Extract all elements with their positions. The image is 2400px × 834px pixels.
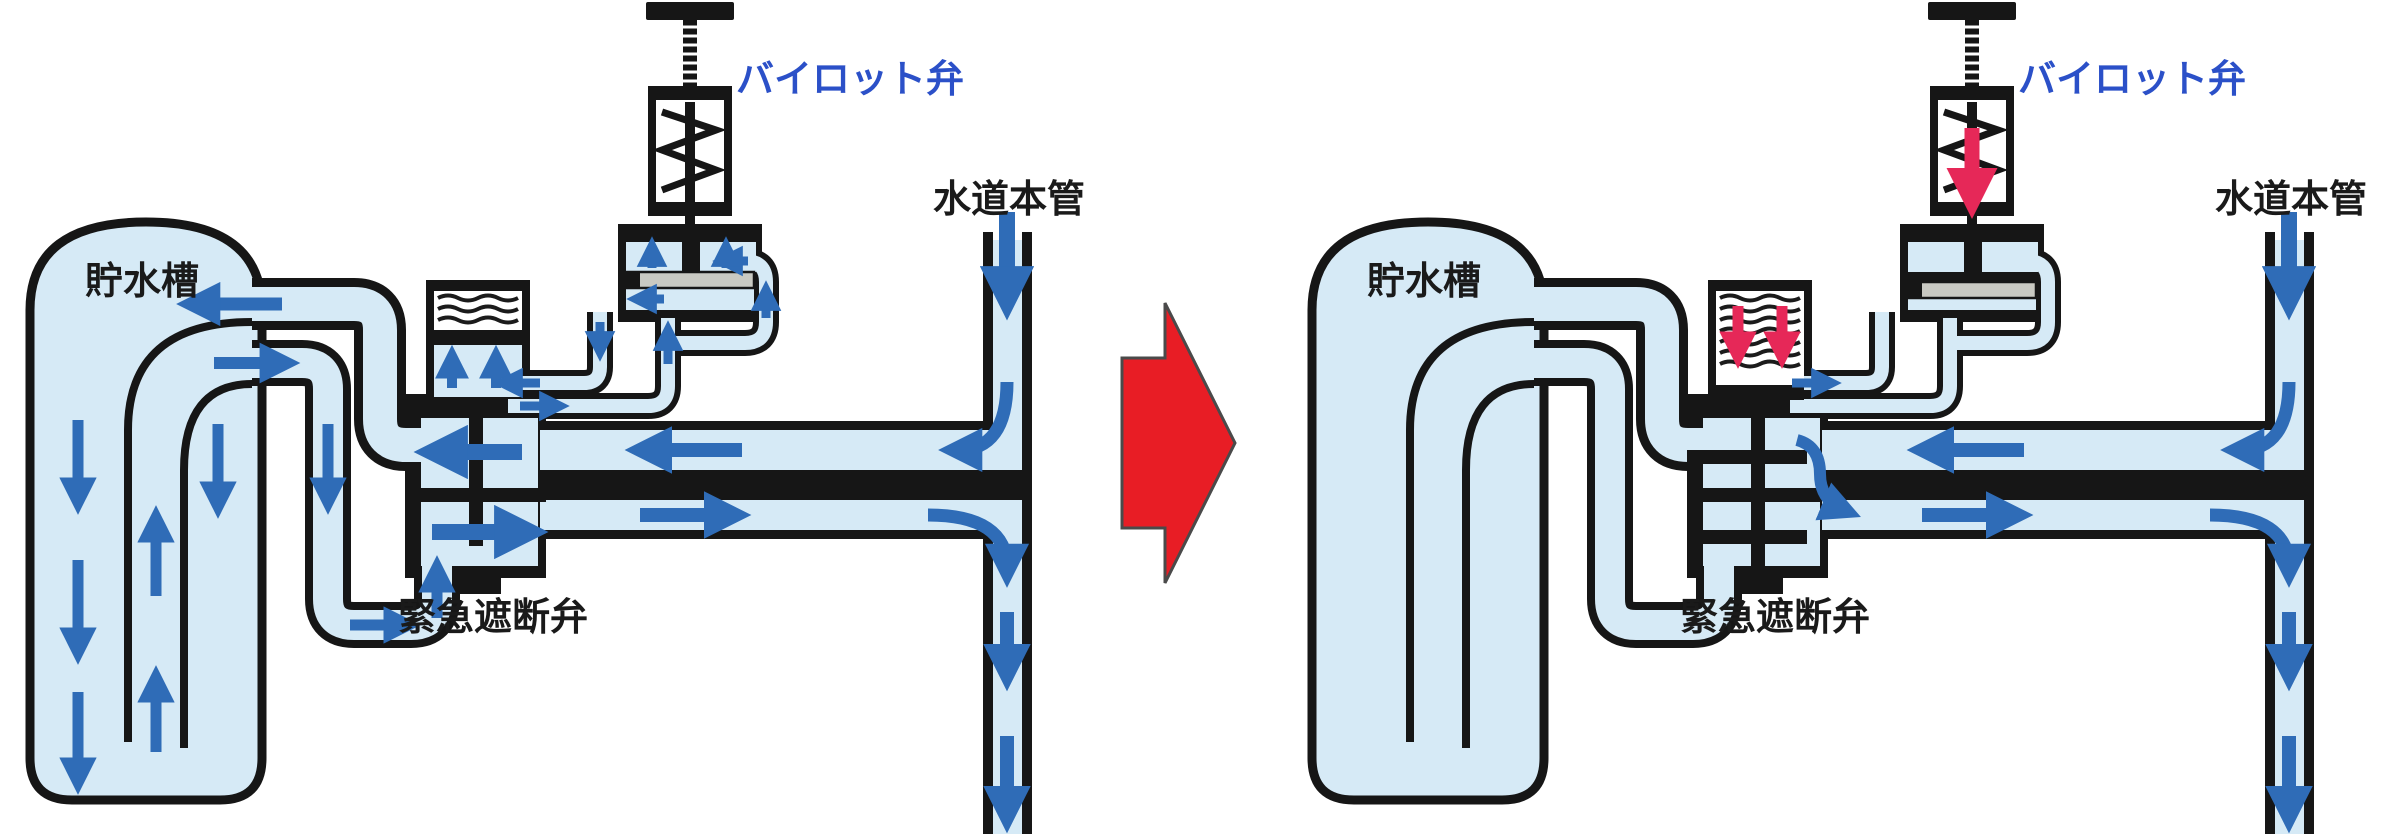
pilot-spring <box>651 108 727 194</box>
spring-action-arrows <box>1719 128 1998 369</box>
shutoff-valve-label: 緊急遮断弁 <box>1680 597 1870 639</box>
actuator-piston <box>432 330 522 345</box>
tank-label: 貯水槽 <box>85 261 199 303</box>
pilot-valve-label: バイロット弁 <box>2018 59 2246 101</box>
main-flow-arrows <box>624 212 1035 834</box>
shutoff-valve-label: 緊急遮断弁 <box>398 597 588 639</box>
tank-inner-wall-b <box>180 380 253 748</box>
valve-internals <box>405 102 1032 546</box>
valve-stem <box>1751 345 1765 572</box>
tank-label: 貯水槽 <box>1367 261 1481 303</box>
water-main-label: 水道本管 <box>933 179 1085 221</box>
water-main-label: 水道本管 <box>2215 179 2367 221</box>
pilot-stem <box>685 102 695 276</box>
main-divider <box>983 470 1032 500</box>
panel-after: 貯水槽 バイロット弁 水道本管 緊急遮断弁 <box>1307 2 2367 834</box>
pilot-seat <box>1906 280 2038 300</box>
actuator-piston <box>1714 385 1804 400</box>
panel-before: 貯水槽 バイロット弁 水道本管 緊急遮断弁 <box>25 2 1085 834</box>
tank-inner-wall-a <box>124 318 253 742</box>
valve-disc-upper <box>1687 450 1807 464</box>
valve-disc-lower <box>1687 530 1807 544</box>
pilot-handle <box>1928 2 2016 20</box>
pilot-valve-label: バイロット弁 <box>736 59 964 101</box>
pilot-seat <box>624 270 756 290</box>
water-main <box>1822 232 2314 834</box>
water-main <box>540 232 1032 834</box>
transition-arrow <box>1120 302 1237 584</box>
flow-arrows-open-state <box>59 236 782 795</box>
bypass-hook-arrow <box>1795 434 1861 521</box>
pilot-handle <box>646 2 734 20</box>
water-layer <box>1534 100 2304 834</box>
main-flow-arrows <box>1792 212 2317 834</box>
storage-tank <box>1307 217 1549 805</box>
water-layer <box>252 100 1022 834</box>
main-divider <box>2265 470 2314 500</box>
